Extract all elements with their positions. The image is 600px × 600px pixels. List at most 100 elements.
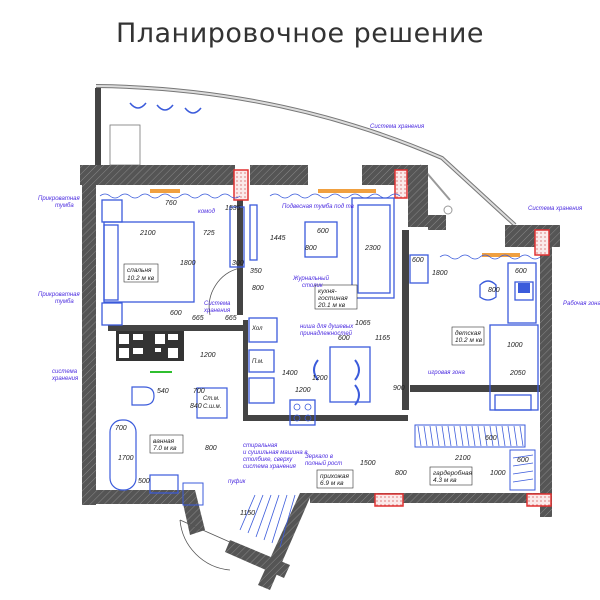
kids-shelf bbox=[409, 254, 429, 284]
chair-3 bbox=[354, 384, 360, 406]
towel-rail bbox=[150, 371, 172, 373]
laptop bbox=[514, 281, 534, 301]
columns bbox=[233, 169, 552, 507]
svg-text:П.м.: П.м. bbox=[252, 359, 264, 365]
hangers bbox=[417, 425, 534, 483]
walls bbox=[80, 165, 560, 590]
room-area-bathroom: 7.0 м кв bbox=[153, 445, 177, 452]
bathtub bbox=[109, 419, 137, 491]
dresser bbox=[229, 206, 245, 268]
svg-text:комод: комод bbox=[198, 209, 216, 215]
room-name-kitchen-2: гостиная bbox=[318, 295, 348, 302]
svg-text:Система хранения: Система хранения bbox=[370, 124, 425, 130]
svg-text:столбике, сверху: столбике, сверху bbox=[243, 457, 293, 463]
svg-text:1000: 1000 bbox=[507, 342, 523, 349]
svg-text:1200: 1200 bbox=[295, 387, 311, 394]
wardrobe-bedroom bbox=[249, 204, 258, 261]
svg-text:1200: 1200 bbox=[200, 352, 216, 359]
svg-text:600: 600 bbox=[515, 268, 527, 275]
room-area-hall: 6.9 м кв bbox=[320, 480, 344, 487]
room-labels: спальня 10.2 м кв кухня- гостиная 20.1 м… bbox=[123, 263, 485, 489]
room-name-bathroom: ванная bbox=[153, 438, 175, 445]
svg-text:Хол: Хол bbox=[251, 326, 263, 332]
svg-text:ниша для душевых: ниша для душевых bbox=[300, 324, 354, 330]
svg-text:350: 350 bbox=[250, 268, 262, 275]
svg-text:1165: 1165 bbox=[375, 335, 390, 342]
desk-chair bbox=[479, 280, 497, 301]
room-name-kids: детская bbox=[455, 329, 481, 337]
svg-text:Ст.м.: Ст.м. bbox=[203, 396, 220, 402]
svg-text:540: 540 bbox=[157, 388, 169, 395]
svg-text:600: 600 bbox=[485, 435, 497, 442]
svg-text:700: 700 bbox=[193, 388, 205, 395]
room-area-wardrobe: 4.3 м кв bbox=[433, 477, 457, 484]
room-name-wardrobe: гардеробная bbox=[433, 469, 473, 477]
sofa bbox=[351, 197, 395, 299]
svg-text:600: 600 bbox=[338, 335, 350, 342]
svg-text:1000: 1000 bbox=[490, 470, 506, 477]
chair-2 bbox=[354, 359, 360, 381]
sink bbox=[248, 377, 275, 404]
svg-text:665: 665 bbox=[192, 315, 204, 322]
balcony-chairs-icon bbox=[129, 102, 202, 114]
svg-text:Система хранения: Система хранения bbox=[528, 206, 583, 212]
bedroom-door-arc bbox=[208, 267, 241, 316]
svg-text:хранения: хранения bbox=[203, 308, 231, 314]
svg-text:1535: 1535 bbox=[225, 205, 241, 212]
svg-text:стиральная: стиральная bbox=[243, 443, 278, 449]
svg-text:800: 800 bbox=[395, 470, 407, 477]
stove-burners bbox=[293, 403, 312, 422]
wardrobe-room bbox=[414, 424, 536, 491]
room-name-bedroom: спальня bbox=[127, 267, 152, 274]
svg-text:пуфик: пуфик bbox=[228, 479, 247, 485]
svg-text:2100: 2100 bbox=[454, 455, 471, 462]
entrance-door bbox=[179, 519, 233, 571]
bedside-table-1 bbox=[101, 199, 123, 223]
svg-text:840: 840 bbox=[190, 403, 202, 410]
svg-text:600: 600 bbox=[412, 257, 424, 264]
curtains bbox=[99, 193, 541, 260]
svg-text:500: 500 bbox=[138, 478, 150, 485]
svg-text:2100: 2100 bbox=[139, 230, 156, 237]
balcony bbox=[95, 84, 517, 227]
desk bbox=[507, 262, 537, 324]
dimensions: 2100 725 1535 760 1800 600 665 665 300 3… bbox=[115, 200, 529, 517]
svg-text:300: 300 bbox=[232, 260, 244, 267]
svg-text:столик: столик bbox=[302, 283, 324, 289]
room-name-hall: прихожая bbox=[320, 473, 350, 480]
svg-text:Зеркало в: Зеркало в bbox=[305, 454, 333, 460]
room-area-bedroom: 10.2 м кв bbox=[127, 275, 155, 282]
toilet bbox=[131, 386, 155, 406]
svg-text:800: 800 bbox=[205, 445, 217, 452]
svg-text:600: 600 bbox=[517, 457, 529, 464]
svg-text:Подвесная тумба под тв: Подвесная тумба под тв bbox=[282, 204, 354, 210]
washer-dryer bbox=[196, 387, 228, 419]
svg-text:1800: 1800 bbox=[180, 260, 196, 267]
svg-text:С.ш.м.: С.ш.м. bbox=[203, 404, 221, 410]
room-area-kitchen: 20.1 м кв bbox=[317, 302, 346, 309]
stove bbox=[289, 399, 316, 426]
dishwasher bbox=[248, 349, 275, 373]
page-title: Планировочное решение bbox=[115, 18, 485, 49]
svg-text:900: 900 bbox=[393, 385, 405, 392]
svg-text:800: 800 bbox=[252, 285, 264, 292]
svg-text:725: 725 bbox=[203, 230, 215, 237]
svg-text:2300: 2300 bbox=[364, 245, 381, 252]
svg-text:1445: 1445 bbox=[270, 235, 286, 242]
bedroom-furniture bbox=[101, 199, 258, 326]
svg-text:полный рост: полный рост bbox=[305, 460, 342, 467]
dining-table bbox=[329, 346, 371, 403]
svg-text:система: система bbox=[52, 369, 78, 375]
svg-text:Прикроватная: Прикроватная bbox=[38, 196, 81, 202]
shoe-rack bbox=[239, 494, 296, 548]
svg-text:1700: 1700 bbox=[118, 455, 134, 462]
room-area-kids: 10.2 м кв bbox=[455, 337, 483, 344]
kids-furniture bbox=[409, 254, 539, 411]
pouf bbox=[182, 482, 204, 506]
svg-text:Система: Система bbox=[204, 301, 231, 307]
annotations: Прикроватная тумба Прикроватная тумба си… bbox=[38, 124, 600, 485]
svg-text:2050: 2050 bbox=[509, 370, 526, 377]
svg-text:1400: 1400 bbox=[282, 370, 298, 377]
svg-text:600: 600 bbox=[317, 228, 329, 235]
